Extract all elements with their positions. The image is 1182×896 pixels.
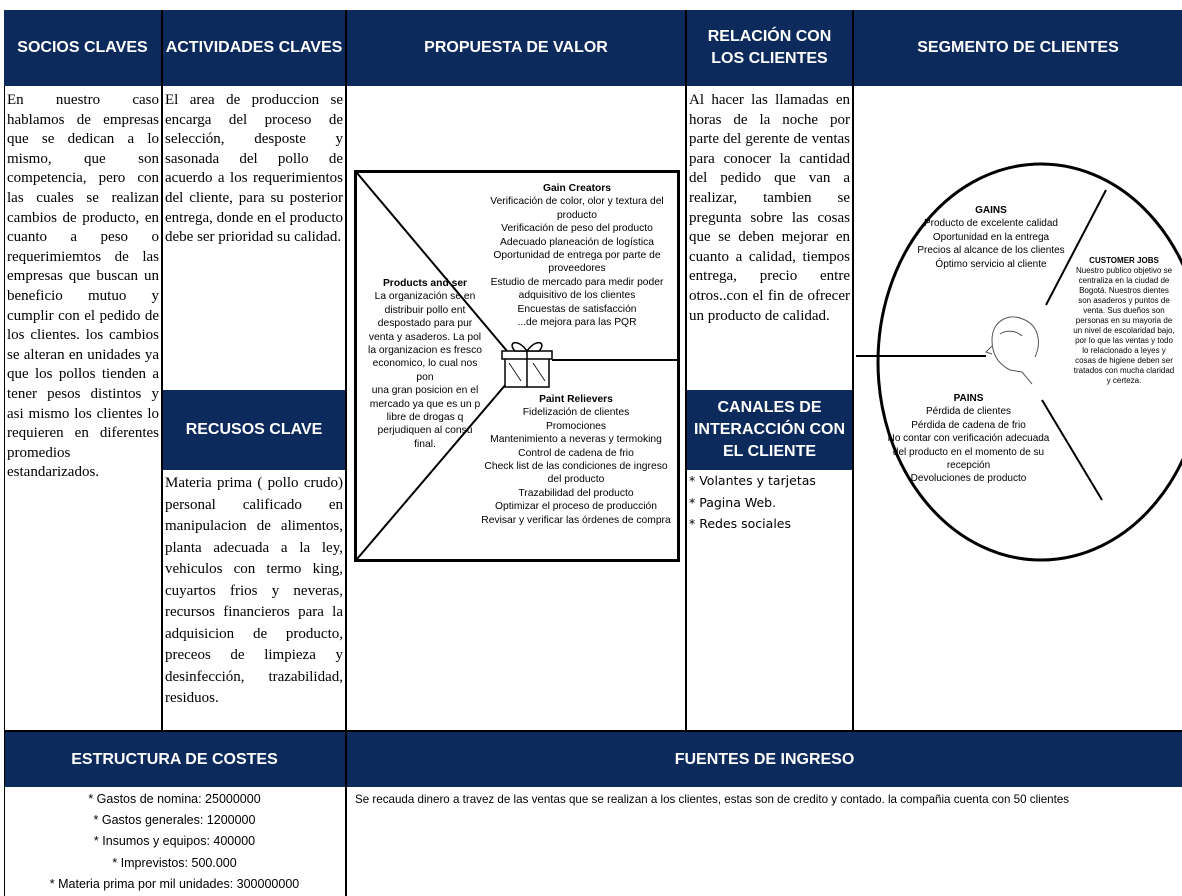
header-actividades: ACTIVIDADES CLAVES: [163, 10, 345, 86]
pains: PAINS Pérdida de clientes Pérdida de cad…: [887, 393, 1050, 485]
value-map-lines: [357, 173, 677, 559]
list-item: * Pagina Web.: [689, 494, 777, 510]
divider: [852, 10, 854, 732]
header-relacion: RELACIÓN CON LOS CLIENTES: [687, 10, 852, 86]
list-item: * Materia prima por mil unidades: 300000…: [49, 876, 300, 891]
pain-relievers: Paint Relievers Fidelización de clientes…: [481, 394, 671, 526]
list-item: * Redes sociales: [689, 516, 791, 531]
divider: [685, 10, 687, 732]
header-estructura: ESTRUCTURA DE COSTES: [4, 732, 345, 787]
products-services: Products and ser La organización se en d…: [368, 278, 482, 450]
list-item: * Gastos de nomina: 25000000: [88, 792, 261, 806]
customer-profile-shape: [856, 162, 1182, 562]
list-item: * Imprevistos: 500.000: [112, 855, 237, 870]
header-segmento: SEGMENTO DE CLIENTES: [854, 10, 1182, 86]
gift-icon: [501, 341, 553, 388]
header-propuesta: PROPUESTA DE VALOR: [347, 10, 685, 86]
header-recursos: RECUSOS CLAVE: [163, 390, 345, 470]
gain-creators: Gain Creators Verificación de color, olo…: [490, 183, 664, 329]
costes-list: * Gastos de nomina: 25000000 * Gastos ge…: [6, 789, 343, 895]
list-item: * Volantes y tarjetas: [689, 473, 816, 488]
divider: [4, 730, 1182, 732]
header-socios: SOCIOS CLAVES: [4, 10, 161, 86]
customer-jobs: CUSTOMER JOBS Nuestro publico objetivo s…: [1073, 256, 1175, 385]
face-icon: [985, 316, 1039, 385]
value-map: Gain Creators Verificación de color, olo…: [354, 170, 680, 562]
header-fuentes: FUENTES DE INGRESO: [347, 732, 1182, 787]
gains: GAINS Producto de excelente calidad Opor…: [917, 205, 1065, 270]
socios-text: En nuestro caso hablamos de empresas que…: [7, 92, 159, 481]
list-item: * Gastos generales: 1200000: [93, 813, 256, 828]
relacion-text: Al hacer las llamadas en horas de la noc…: [689, 92, 850, 324]
divider: [161, 10, 163, 732]
fuentes-text: Se recauda dinero a travez de las ventas…: [355, 793, 1070, 806]
header-canales: CANALES DE INTERACCIÓN CON EL CLIENTE: [687, 390, 852, 470]
actividades-text: El area de produccion se encarga del pro…: [165, 92, 343, 246]
recursos-text: Materia prima ( pollo crudo) personal ca…: [165, 475, 343, 706]
divider: [4, 86, 5, 896]
divider: [345, 10, 347, 896]
list-item: * Insumos y equipos: 400000: [93, 834, 256, 849]
canales-list: * Volantes y tarjetas * Pagina Web. * Re…: [689, 470, 850, 535]
customer-profile: GAINS Producto de excelente calidad Opor…: [856, 160, 1182, 565]
